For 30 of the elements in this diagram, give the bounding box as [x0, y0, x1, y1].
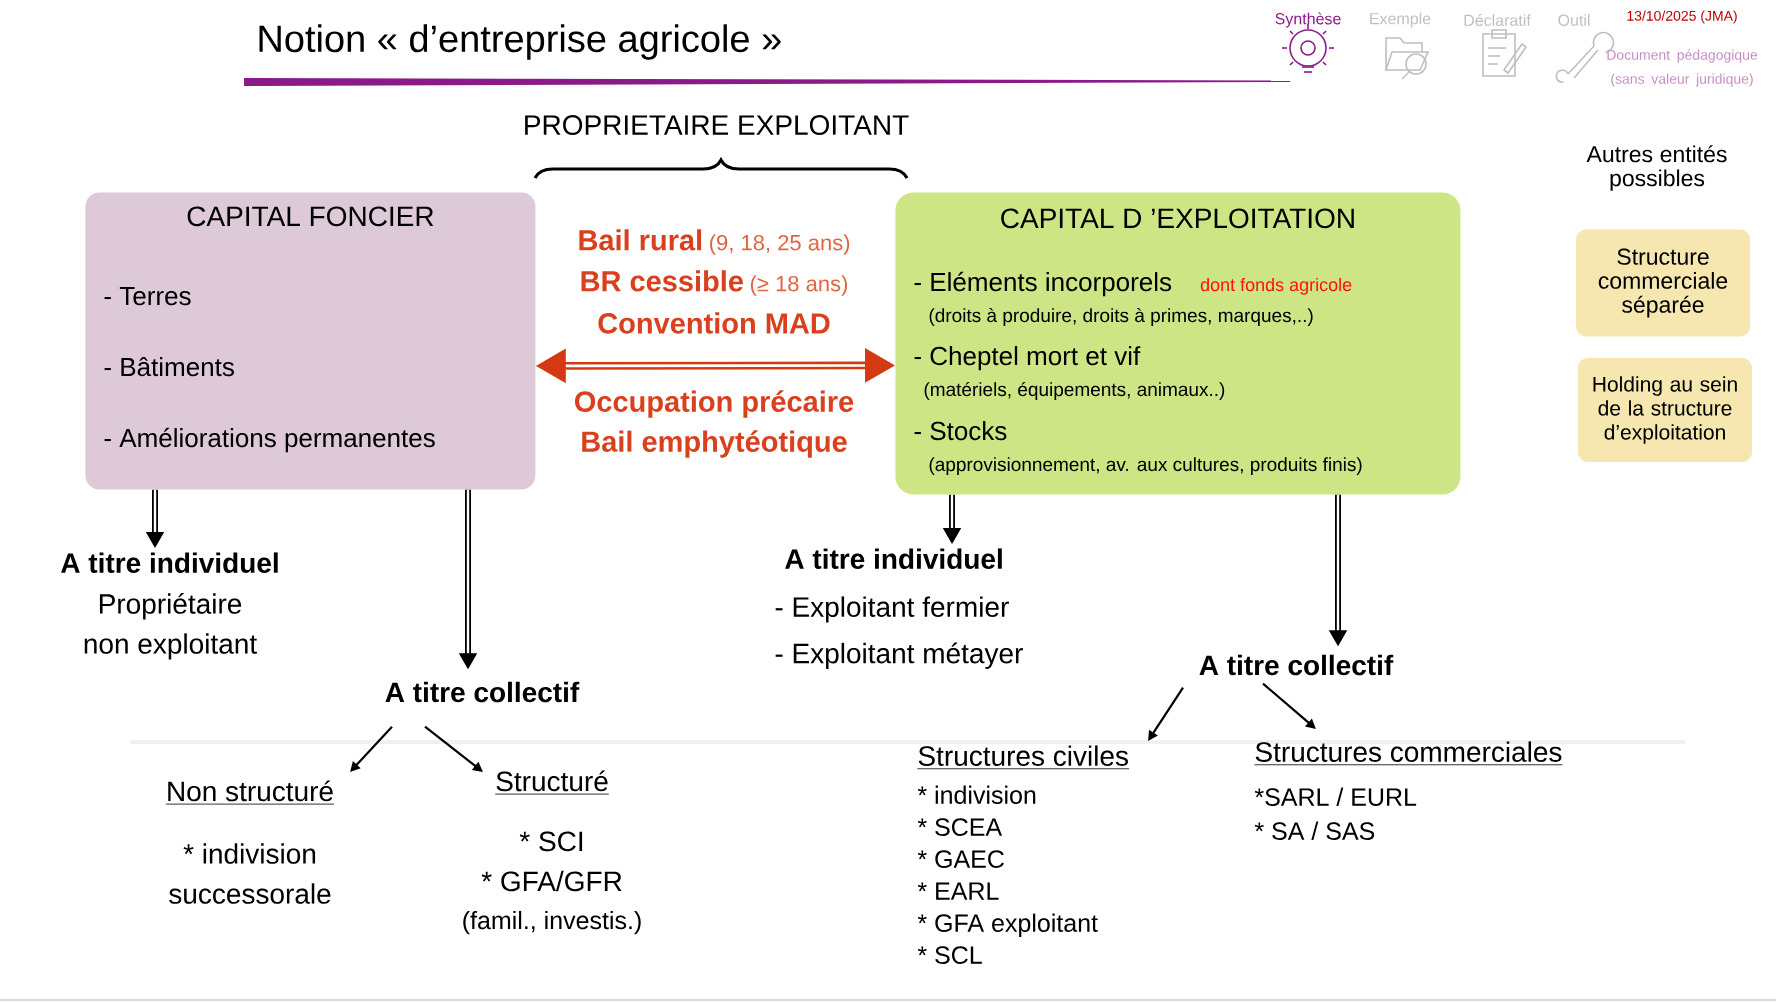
disclaimer-note: Document pédagogique (sans valeur juridique) [1607, 49, 1758, 87]
info-box: Holding au sein de la structure d’exploitation [1578, 358, 1752, 462]
category-label: A titre individuel - Exploitant fermier - Exploitant métayer [775, 548, 1023, 669]
date-label: 13/10/2025 (JMA) [1627, 10, 1737, 24]
info-box: Structure commerciale séparée [1576, 229, 1750, 337]
side-heading: Autres entités possibles [1586, 145, 1727, 191]
tab-label: Exemple [1370, 12, 1431, 28]
arrow [1262, 682, 1316, 729]
arrow [350, 725, 393, 772]
info-box: CAPITAL FONCIER - Terres - Bâtiments - Améliorations permanentes [85, 192, 536, 490]
category-label: Structures commerciales *SARL / EURL * SA / SAS [1254, 741, 1563, 840]
lease-label: Bail rural (9, 18, 25 ans) [579, 229, 850, 255]
section-heading: PROPRIETAIRE EXPLOITANT [525, 115, 909, 135]
lease-label: BR cessible (≥ 18 ans) [581, 270, 848, 296]
category-label: A titre collectif [1199, 654, 1394, 676]
info-box: CAPITAL D ’EXPLOITATION - Eléments incorporels dont fonds agricole (droits à produire, droits à primes, marques,..) - Cheptel mort et vif (matériels, équipements, animaux..) - Stocks (approvisionnement, av. aux cultures, produits finis) [895, 192, 1461, 495]
category-label: A titre individuel Propriétaire non exploitant [61, 552, 278, 660]
arrow [424, 725, 483, 772]
category-label: Structuré * SCI * GFA/GFR (famil., investis.) [463, 770, 641, 935]
category-label: Structures civiles * indivision * SCEA * GAEC * EARL * GFA exploitant * SCL [917, 745, 1130, 964]
lease-label: Occupation précaire [575, 390, 854, 418]
lease-label: Bail emphytéotique [582, 430, 847, 458]
tab-label: Outil [1558, 14, 1590, 26]
tab-label: Déclaratif [1464, 14, 1531, 26]
page-title: Notion « d’entreprise agricole » [259, 24, 781, 60]
category-label: Non structuré * indivision successorale [165, 780, 335, 904]
arrow [1148, 687, 1184, 741]
tab-label: Synthèse [1275, 12, 1341, 28]
category-label: A titre collectif [385, 681, 580, 703]
lease-label: Convention MAD [598, 312, 830, 334]
